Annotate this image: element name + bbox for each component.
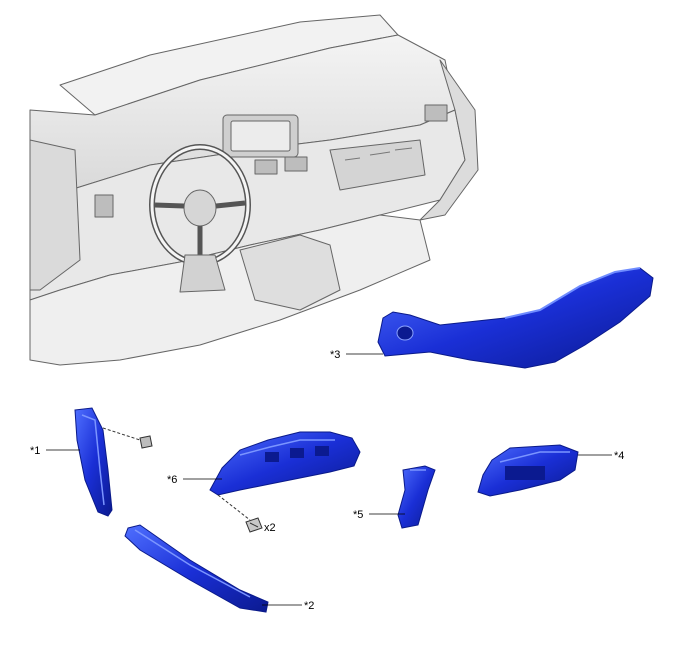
part-4-right-panel bbox=[477, 444, 579, 497]
dashboard-illustration bbox=[29, 14, 479, 366]
screw-leader-line bbox=[217, 494, 251, 521]
part-2-lower-panel bbox=[124, 524, 269, 613]
part-1-side-panel bbox=[74, 407, 113, 517]
leader-lines bbox=[46, 353, 612, 606]
part-6-center-bracket bbox=[209, 431, 361, 496]
callout-5: *5 bbox=[353, 509, 363, 521]
callout-6: *6 bbox=[167, 474, 177, 486]
clip-leader-line bbox=[102, 427, 141, 441]
quantity-label: x2 bbox=[264, 522, 276, 534]
clip-icon bbox=[139, 435, 153, 449]
callout-3: *3 bbox=[330, 349, 340, 361]
part-5-small-bracket bbox=[397, 465, 436, 529]
callout-2: *2 bbox=[304, 600, 314, 612]
callout-1: *1 bbox=[30, 445, 40, 457]
part-3-upper-panel bbox=[377, 267, 654, 369]
callout-4: *4 bbox=[614, 450, 624, 462]
screw-icon bbox=[245, 517, 263, 533]
